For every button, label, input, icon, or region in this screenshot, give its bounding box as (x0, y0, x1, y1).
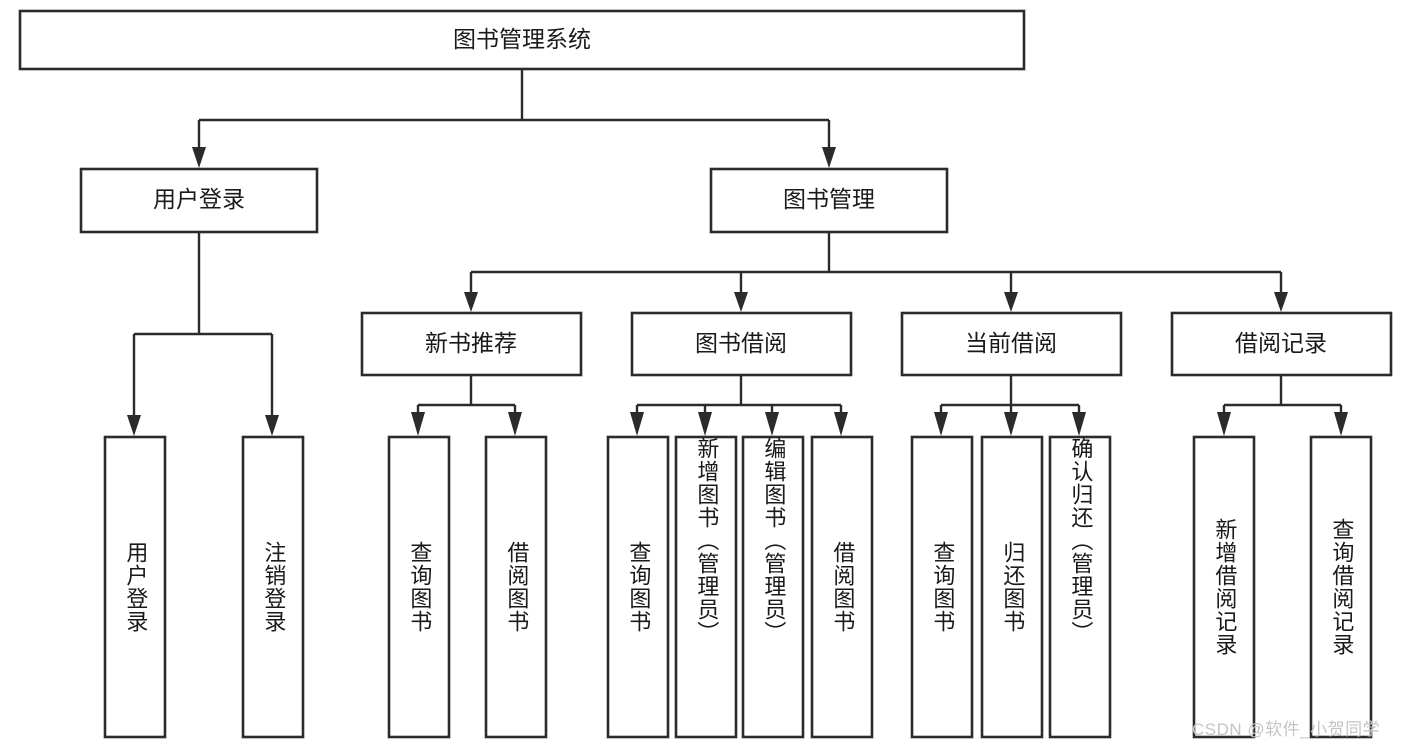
node-book-manage[interactable]: 图书管理 (709, 167, 949, 234)
connector-currentborrow-to-leaves (934, 375, 1086, 436)
csdn-watermark: CSDN @软件_小贺同学 (1192, 720, 1381, 739)
connector-userlogin-to-leaves (127, 232, 279, 436)
connector-root-to-level2 (192, 69, 836, 168)
node-current-borrow-label: 当前借阅 (965, 330, 1057, 356)
connector-newbookrec-to-leaves (411, 375, 522, 436)
node-leaf-user-login[interactable] (103, 435, 167, 739)
node-leaf-query-record[interactable] (1309, 435, 1373, 739)
node-leaf-borrow-book-1[interactable] (484, 435, 548, 739)
node-root[interactable]: 图书管理系统 (18, 9, 1026, 71)
node-leaf-add-book[interactable] (674, 435, 738, 739)
connector-bookborrow-to-leaves (630, 375, 848, 436)
node-leaf-query-book-3[interactable] (910, 435, 974, 739)
node-user-login-label: 用户登录 (153, 186, 245, 212)
node-leaf-return-book[interactable] (980, 435, 1044, 739)
node-leaf-add-record[interactable] (1192, 435, 1256, 739)
node-leaf-confirm-return[interactable] (1048, 435, 1112, 739)
node-leaf-user-logout[interactable] (241, 435, 305, 739)
node-leaf-borrow-book-2[interactable] (810, 435, 874, 739)
node-current-borrow[interactable]: 当前借阅 (900, 311, 1123, 377)
node-leaf-edit-book[interactable] (741, 435, 805, 739)
node-borrow-record[interactable]: 借阅记录 (1170, 311, 1393, 377)
connector-bookmanage-to-level3 (464, 232, 1288, 312)
node-user-login[interactable]: 用户登录 (79, 167, 319, 234)
node-new-book-rec-label: 新书推荐 (425, 330, 517, 356)
node-book-borrow[interactable]: 图书借阅 (630, 311, 853, 377)
leaf-boxes (103, 435, 1373, 739)
node-root-label: 图书管理系统 (453, 26, 591, 52)
connector-borrowrecord-to-leaves (1217, 375, 1348, 436)
node-leaf-query-book-2[interactable] (606, 435, 670, 739)
node-new-book-rec[interactable]: 新书推荐 (360, 311, 583, 377)
node-book-manage-label: 图书管理 (783, 186, 875, 212)
node-borrow-record-label: 借阅记录 (1235, 330, 1327, 356)
node-book-borrow-label: 图书借阅 (695, 330, 787, 356)
node-leaf-query-book-1[interactable] (387, 435, 451, 739)
